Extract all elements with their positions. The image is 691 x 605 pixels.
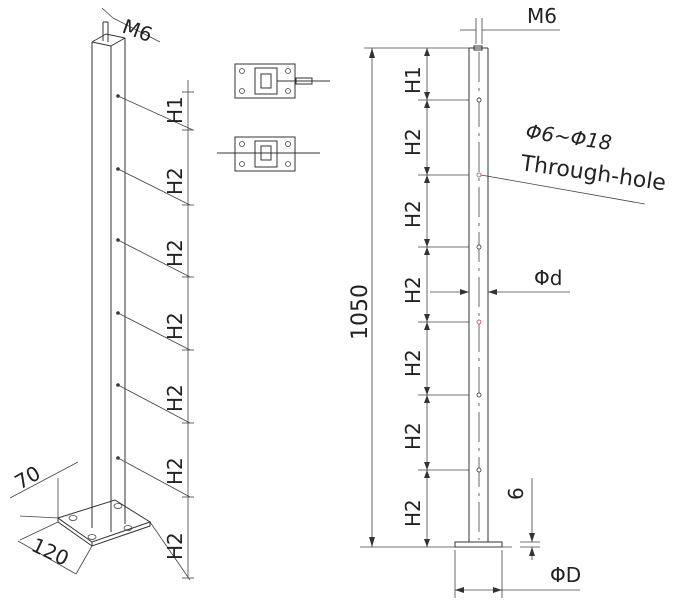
right-h1-label: H1: [401, 66, 425, 94]
right-base-dims: [454, 478, 580, 598]
left-base-width-label: 70: [11, 461, 45, 495]
right-h2-label-1: H2: [401, 128, 425, 156]
right-h2-label-3: H2: [401, 276, 425, 304]
left-h2-label-6: H2: [163, 532, 187, 560]
left-base-plate: [56, 499, 152, 547]
right-h2-label-5: H2: [401, 422, 425, 450]
right-tube-diameter-dim: [430, 289, 570, 295]
left-h2-label-1: H2: [163, 167, 187, 195]
bracket-detail-bottom: [217, 136, 320, 172]
left-hole-markers: [116, 94, 194, 581]
right-dimension-chain: [364, 47, 469, 547]
left-dimension-chain: [182, 80, 194, 579]
right-h2-label-6: H2: [401, 499, 425, 527]
bracket-detail-top: [234, 63, 330, 99]
left-h2-label-2: H2: [163, 239, 187, 267]
base-thickness-label: 6: [504, 487, 528, 500]
left-isometric-post: [91, 7, 161, 532]
left-h1-label: H1: [163, 96, 187, 124]
right-h2-label-2: H2: [401, 200, 425, 228]
base-diameter-label: ΦD: [550, 563, 581, 587]
left-h2-label-3: H2: [163, 312, 187, 340]
tube-diameter-label: Φd: [534, 266, 562, 290]
right-elevation-post: [360, 45, 512, 548]
left-base-length-label: 120: [28, 533, 73, 571]
hole-type-label: Through-hole: [518, 151, 667, 196]
right-hole-markers: [476, 97, 646, 473]
right-top-thread-label: M6: [527, 4, 557, 28]
total-height-label: 1050: [348, 284, 373, 340]
left-base-dimensions: [9, 461, 93, 575]
right-h2-label-4: H2: [401, 349, 425, 377]
right-top-thread-dim: [460, 18, 560, 44]
left-h2-label-5: H2: [163, 457, 187, 485]
hole-range-label: Φ6~Φ18: [524, 119, 613, 155]
left-h2-label-4: H2: [163, 384, 187, 412]
